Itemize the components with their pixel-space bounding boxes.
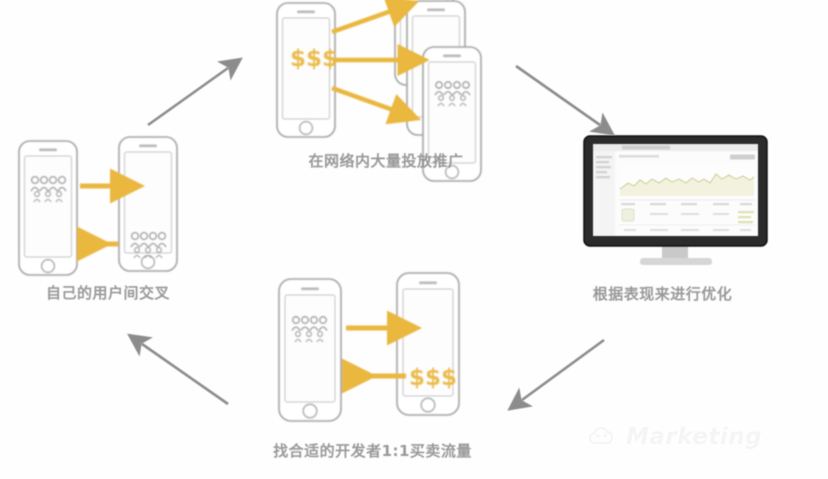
two-phones-users-bidirectional-icon	[18, 136, 178, 276]
desktop-monitor-analytics-dashboard-icon	[583, 135, 768, 265]
node-label-mass-distribution: 在网络内大量投放推广	[308, 152, 464, 170]
cloud-logo-icon	[588, 426, 614, 444]
watermark: Marketing	[588, 424, 762, 450]
connector-down-left	[507, 338, 605, 411]
two-phones-users-money-exchange-icon: $$$	[278, 272, 460, 422]
money-symbol: $$$	[409, 365, 457, 391]
watermark-text: Marketing	[626, 424, 763, 450]
node-label-cross-promote: 自己的用户间交叉	[45, 284, 170, 302]
node-cross-promote[interactable]	[18, 136, 198, 281]
svg-text:$$$: $$$	[290, 46, 338, 72]
node-mass-distribution[interactable]: $$$	[276, 0, 501, 182]
phone-money-to-multiple-phones-icon: $$$	[276, 0, 482, 182]
connector-up-left	[127, 333, 229, 406]
node-optimize[interactable]	[582, 134, 772, 272]
node-buy-sell-traffic[interactable]: $$$	[278, 272, 478, 430]
money-symbol: $$$	[290, 46, 338, 72]
svg-text:$$$: $$$	[409, 365, 457, 391]
connector-down-right	[515, 64, 615, 136]
connector-up-right	[147, 57, 243, 127]
node-label-buy-sell-traffic: 找合适的开发者1:1买卖流量	[273, 442, 472, 460]
node-label-optimize: 根据表现来进行优化	[592, 285, 733, 303]
dashboard-chart	[619, 173, 755, 196]
